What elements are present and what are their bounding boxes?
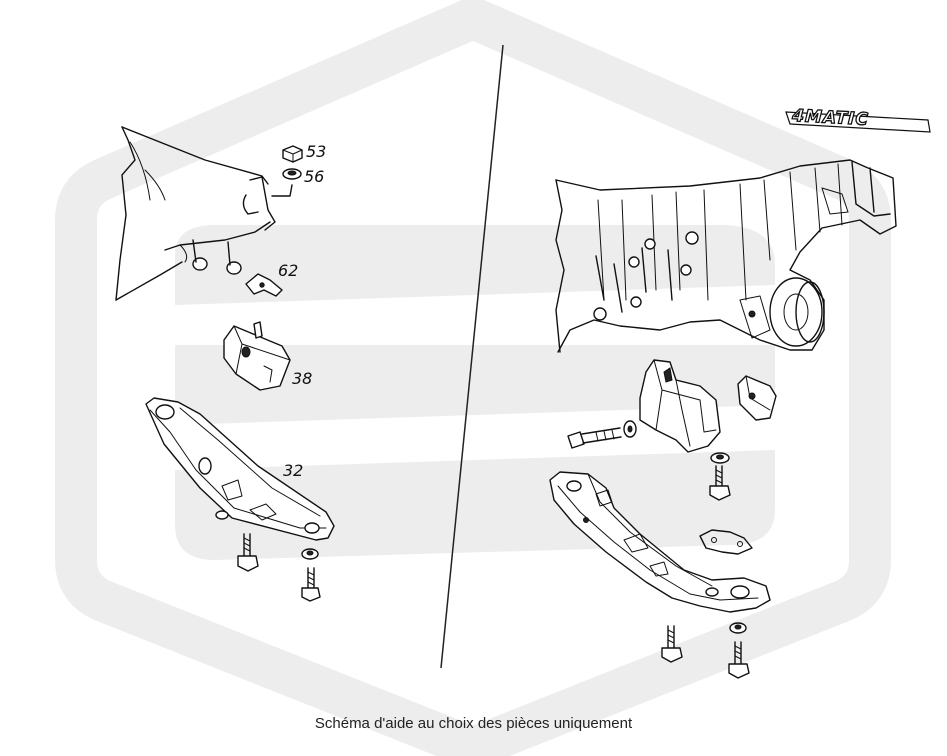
left-bolt-lower	[301, 567, 321, 602]
left-transmission	[115, 126, 293, 301]
right-mount-center	[639, 359, 721, 453]
right-crossmember	[549, 471, 771, 613]
right-gasket-plate	[699, 529, 753, 555]
left-washer-lower	[301, 548, 319, 560]
callout-38: 38	[292, 369, 312, 388]
right-washer-lower	[729, 622, 747, 634]
left-bolt-upper	[237, 533, 259, 572]
right-mount-side	[737, 375, 777, 421]
part-53-nut	[282, 145, 303, 163]
logo-4matic: 4MATIC	[785, 105, 931, 133]
callout-53: 53	[306, 142, 326, 161]
right-bolt-lower-right	[728, 641, 750, 679]
right-bolt-upper	[709, 465, 731, 501]
divider-line	[440, 44, 504, 669]
right-washer	[710, 452, 730, 464]
callout-62: 62	[278, 261, 298, 280]
diagram-caption: Schéma d'aide au choix des pièces unique…	[314, 715, 633, 732]
part-32-crossmember	[145, 397, 335, 541]
right-transmission	[555, 159, 897, 353]
callout-56: 56	[304, 167, 324, 186]
part-38-mount	[223, 321, 291, 391]
callout-32: 32	[283, 461, 303, 480]
part-62-bracket	[245, 273, 283, 297]
right-long-bolt	[567, 420, 637, 449]
part-56-washer	[282, 168, 302, 180]
right-bolt-lower-left	[661, 625, 683, 663]
logo-4matic-text: 4MATIC	[791, 106, 870, 130]
